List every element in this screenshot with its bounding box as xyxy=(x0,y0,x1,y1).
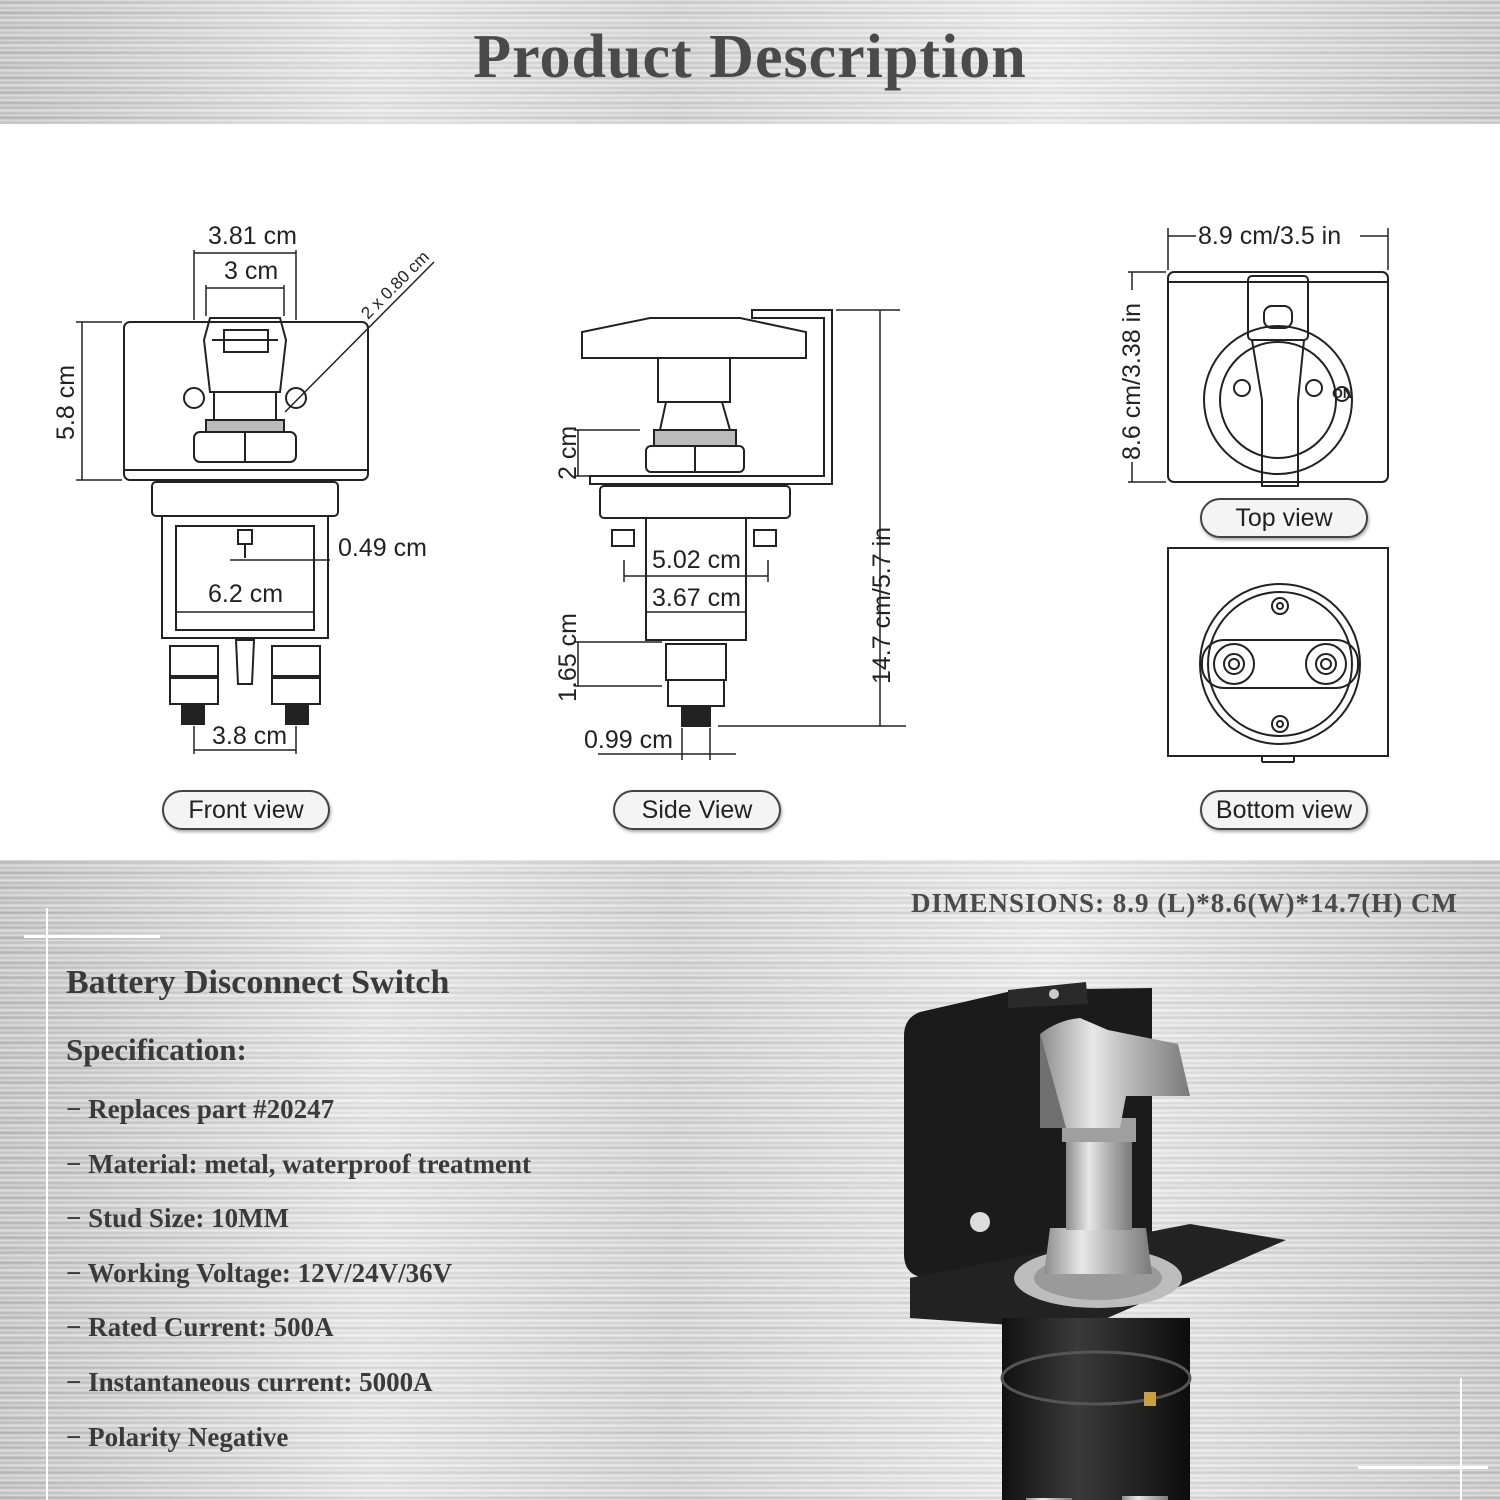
side-view-label: Side View xyxy=(613,790,781,830)
top-dial xyxy=(1203,325,1353,475)
dim-3-8cm: 3.8 cm xyxy=(212,722,287,750)
spec-item: − Material: metal, waterproof treatment xyxy=(66,1149,531,1179)
bottom-housing xyxy=(1199,583,1361,745)
dim-14-7cm: 14.7 cm/5.7 in xyxy=(868,527,896,684)
spec-item: − Working Voltage: 12V/24V/36V xyxy=(66,1258,453,1288)
top-plate xyxy=(1167,271,1389,483)
spec-heading: Specification: xyxy=(66,1032,247,1067)
front-mounting-hole xyxy=(183,387,205,409)
dim-5-8cm: 5.8 cm xyxy=(52,365,80,440)
spec-section: DIMENSIONS: 8.9 (L)*8.6(W)*14.7(H) CM Ba… xyxy=(0,860,1500,1500)
spec-item: − Polarity Negative xyxy=(66,1422,289,1452)
side-handle xyxy=(581,317,807,359)
spec-item: − Replaces part #20247 xyxy=(66,1094,335,1124)
dimensions-text: DIMENSIONS: 8.9 (L)*8.6(W)*14.7(H) CM xyxy=(911,888,1458,918)
spec-item: − Rated Current: 500A xyxy=(66,1312,334,1342)
header-banner: Product Description xyxy=(0,0,1500,124)
bottom-plate xyxy=(1167,547,1389,757)
front-flange xyxy=(151,481,339,517)
dim-8-6cm: 8.6 cm/3.38 in xyxy=(1118,303,1146,460)
dim-6-2cm: 6.2 cm xyxy=(208,580,283,608)
dim-3cm: 3 cm xyxy=(224,257,278,285)
decor-line xyxy=(1460,1378,1462,1500)
top-view-label: Top view xyxy=(1200,498,1368,538)
product-title: Battery Disconnect Switch xyxy=(66,964,450,1001)
side-view-drawing xyxy=(574,309,906,760)
dim-0-49cm: 0.49 cm xyxy=(338,534,427,562)
decor-line xyxy=(1358,1466,1488,1469)
front-body xyxy=(161,515,329,639)
page-title: Product Description xyxy=(473,23,1027,91)
spec-item: − Stud Size: 10MM xyxy=(66,1203,290,1233)
top-view-drawing: ON xyxy=(1128,228,1389,487)
side-bracket xyxy=(589,309,833,485)
decor-line xyxy=(24,935,160,938)
technical-drawing: ON 3.81 cm 3 cm 2 x 0.8 xyxy=(0,124,1500,860)
front-mounting-plate xyxy=(123,321,369,481)
side-body xyxy=(645,517,747,641)
dim-5-02cm: 5.02 cm xyxy=(652,546,741,574)
spec-item: − Instantaneous current: 5000A xyxy=(66,1367,433,1397)
product-photo xyxy=(904,982,1286,1500)
dim-3-67cm: 3.67 cm xyxy=(652,584,741,612)
dim-8-9cm: 8.9 cm/3.5 in xyxy=(1198,222,1341,250)
front-view-label: Front view xyxy=(162,790,330,830)
front-view-drawing xyxy=(76,250,435,754)
dim-2cm: 2 cm xyxy=(554,426,582,480)
dimension-drawings: ON 3.81 cm 3 cm 2 x 0.8 xyxy=(52,222,1389,763)
bottom-view-drawing xyxy=(1167,547,1389,763)
dim-hole-size: 2 x 0.80 cm xyxy=(357,247,433,323)
dim-1-65cm: 1.65 cm xyxy=(554,613,582,702)
dim-3-81cm: 3.81 cm xyxy=(208,222,297,250)
decor-line xyxy=(46,908,48,1500)
bottom-view-label: Bottom view xyxy=(1200,790,1368,830)
dim-0-99cm: 0.99 cm xyxy=(584,726,673,754)
